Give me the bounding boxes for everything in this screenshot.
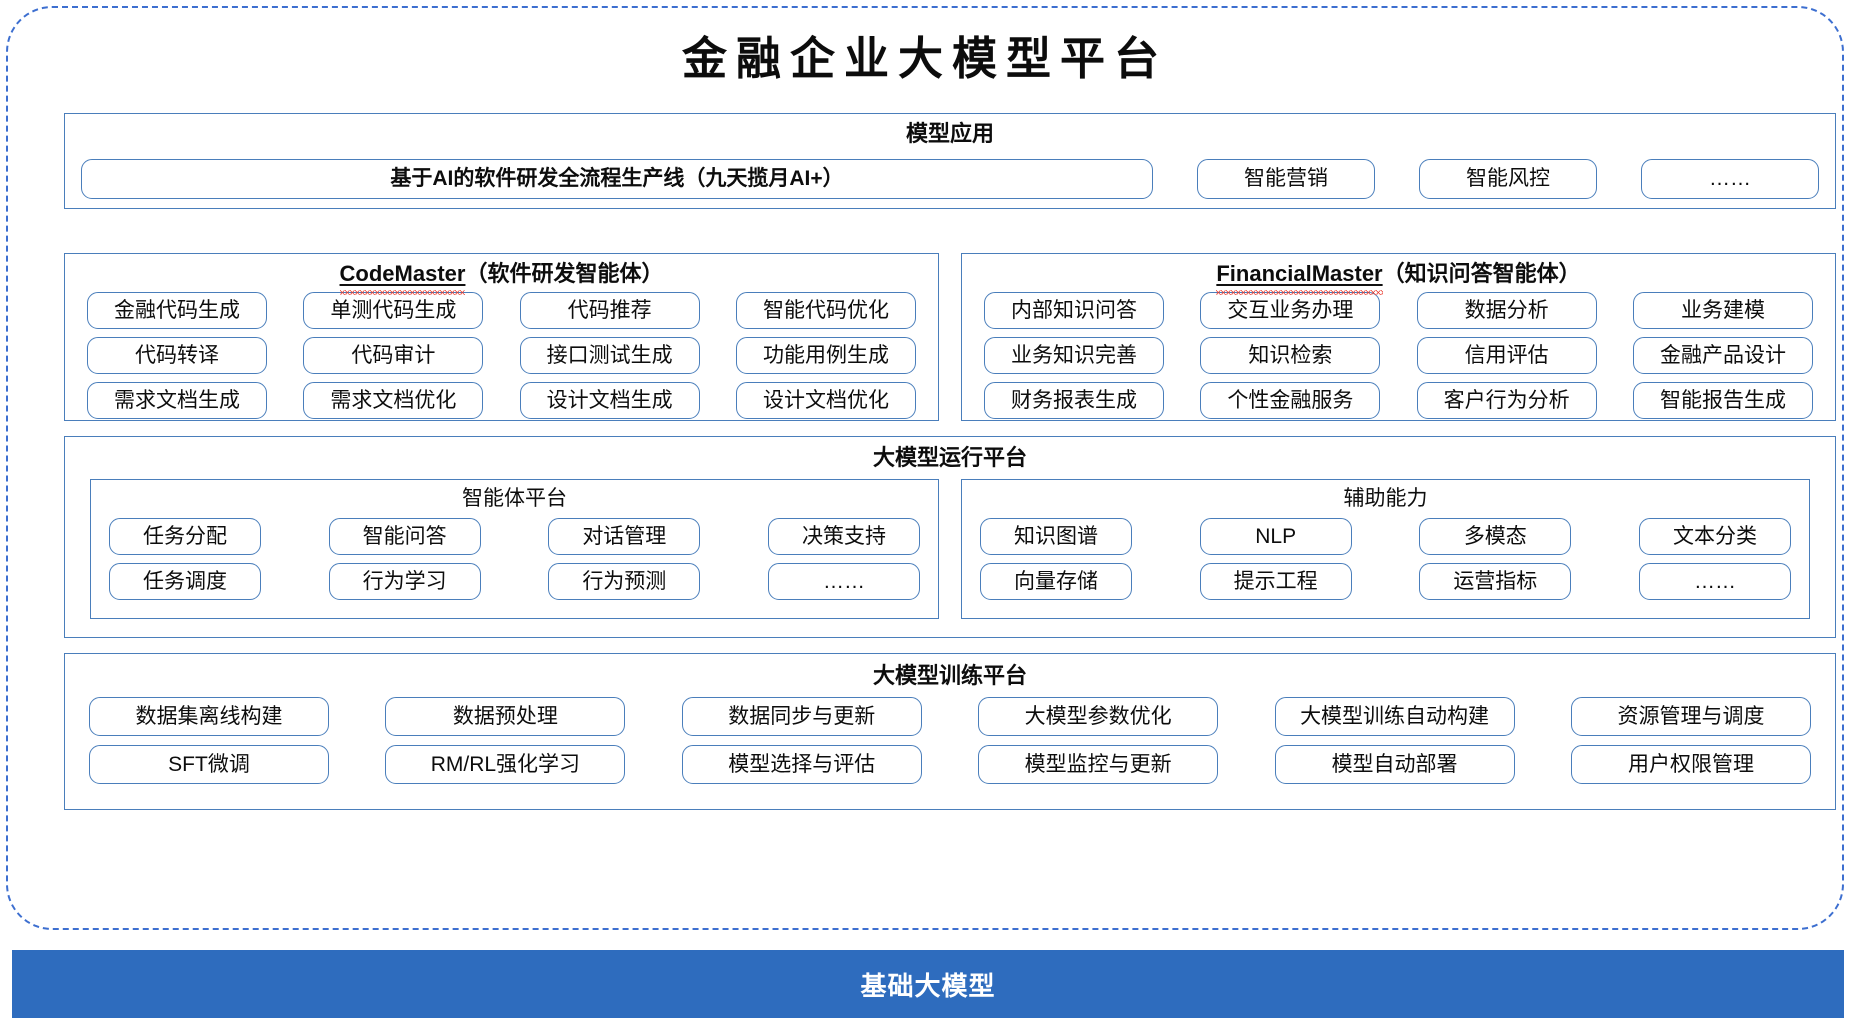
pill-data-sync-update[interactable]: 数据同步与更新 bbox=[681, 697, 922, 736]
foundation-model-bar: 基础大模型 bbox=[12, 950, 1844, 1018]
auxiliary-capability-title: 辅助能力 bbox=[1343, 487, 1428, 510]
pill-row: 数据集离线构建 数据预处理 数据同步与更新 大模型参数优化 大模型训练自动构建 … bbox=[89, 697, 1811, 736]
pill-code-recommend[interactable]: 代码推荐 bbox=[519, 292, 700, 329]
pill-behavior-prediction[interactable]: 行为预测 bbox=[548, 563, 701, 601]
pill-data-preprocessing[interactable]: 数据预处理 bbox=[385, 697, 626, 736]
pill-more-auxiliary-capabilities[interactable]: …… bbox=[1638, 563, 1791, 601]
pill-credit-assessment[interactable]: 信用评估 bbox=[1416, 337, 1597, 374]
codemaster-section: CodeMaster（软件研发智能体） 金融代码生成 单测代码生成 代码推荐 智… bbox=[64, 253, 939, 421]
pill-more-agent-capabilities[interactable]: …… bbox=[767, 563, 920, 601]
pill-dialog-management[interactable]: 对话管理 bbox=[548, 518, 701, 556]
pill-business-modeling[interactable]: 业务建模 bbox=[1632, 292, 1813, 329]
pill-smart-marketing[interactable]: 智能营销 bbox=[1197, 159, 1375, 199]
pill-smart-qa[interactable]: 智能问答 bbox=[328, 518, 481, 556]
pill-vector-storage[interactable]: 向量存储 bbox=[980, 563, 1132, 601]
training-platform-section: 大模型训练平台 数据集离线构建 数据预处理 数据同步与更新 大模型参数优化 大模… bbox=[64, 653, 1836, 810]
pill-personal-finance-service[interactable]: 个性金融服务 bbox=[1200, 382, 1381, 419]
pill-row: 代码转译 代码审计 接口测试生成 功能用例生成 bbox=[87, 337, 916, 374]
page-title: 金融企业大模型平台 bbox=[681, 34, 1168, 84]
pill-requirement-doc-gen[interactable]: 需求文档生成 bbox=[87, 382, 267, 419]
pill-finance-code-gen[interactable]: 金融代码生成 bbox=[87, 292, 267, 329]
pill-row: 内部知识问答 交互业务办理 数据分析 业务建模 bbox=[984, 292, 1813, 329]
pill-api-test-gen[interactable]: 接口测试生成 bbox=[519, 337, 700, 374]
auxiliary-capability-box: 辅助能力 知识图谱 NLP 多模态 文本分类 向量存储 提示工程 运营指标 …… bbox=[961, 479, 1810, 620]
training-platform-title: 大模型训练平台 bbox=[872, 663, 1027, 688]
training-pill-grid: 数据集离线构建 数据预处理 数据同步与更新 大模型参数优化 大模型训练自动构建 … bbox=[65, 687, 1835, 784]
model-application-pill-row: 基于AI的软件研发全流程生产线（九天揽月AI+） 智能营销 智能风控 …… bbox=[81, 159, 1819, 199]
pill-row: 任务调度 行为学习 行为预测 …… bbox=[109, 563, 920, 601]
pill-smart-code-optimize[interactable]: 智能代码优化 bbox=[735, 292, 916, 329]
pill-code-audit[interactable]: 代码审计 bbox=[303, 337, 484, 374]
pill-nlp[interactable]: NLP bbox=[1199, 518, 1352, 556]
pill-decision-support[interactable]: 决策支持 bbox=[767, 518, 920, 556]
pill-more-applications[interactable]: …… bbox=[1641, 159, 1819, 199]
runtime-columns: 智能体平台 任务分配 智能问答 对话管理 决策支持 任务调度 行为学习 行为预测… bbox=[90, 479, 1810, 620]
financialmaster-pill-grid: 内部知识问答 交互业务办理 数据分析 业务建模 业务知识完善 知识检索 信用评估… bbox=[962, 286, 1835, 419]
pill-row: 业务知识完善 知识检索 信用评估 金融产品设计 bbox=[984, 337, 1813, 374]
pill-row: 金融代码生成 单测代码生成 代码推荐 智能代码优化 bbox=[87, 292, 916, 329]
platform-frame: 金融企业大模型平台 模型应用 基于AI的软件研发全流程生产线（九天揽月AI+） … bbox=[6, 6, 1844, 930]
pill-ai-software-pipeline[interactable]: 基于AI的软件研发全流程生产线（九天揽月AI+） bbox=[81, 159, 1153, 199]
pill-prompt-engineering[interactable]: 提示工程 bbox=[1199, 563, 1352, 601]
agent-platform-title: 智能体平台 bbox=[462, 487, 567, 510]
pill-row: 知识图谱 NLP 多模态 文本分类 bbox=[980, 518, 1791, 556]
pill-feature-case-gen[interactable]: 功能用例生成 bbox=[735, 337, 916, 374]
pill-task-allocation[interactable]: 任务分配 bbox=[109, 518, 261, 556]
pill-financial-product-design[interactable]: 金融产品设计 bbox=[1632, 337, 1813, 374]
pill-model-selection-eval[interactable]: 模型选择与评估 bbox=[681, 745, 922, 784]
pill-customer-behavior-analysis[interactable]: 客户行为分析 bbox=[1416, 382, 1597, 419]
pill-unittest-code-gen[interactable]: 单测代码生成 bbox=[303, 292, 484, 329]
codemaster-pill-grid: 金融代码生成 单测代码生成 代码推荐 智能代码优化 代码转译 代码审计 接口测试… bbox=[65, 286, 938, 419]
pill-design-doc-optimize[interactable]: 设计文档优化 bbox=[735, 382, 916, 419]
pill-multimodal[interactable]: 多模态 bbox=[1419, 518, 1572, 556]
pill-user-permission-management[interactable]: 用户权限管理 bbox=[1570, 745, 1811, 784]
pill-resource-management[interactable]: 资源管理与调度 bbox=[1570, 697, 1811, 736]
runtime-platform-section: 大模型运行平台 智能体平台 任务分配 智能问答 对话管理 决策支持 任务调度 行… bbox=[64, 436, 1836, 638]
pill-text-classification[interactable]: 文本分类 bbox=[1638, 518, 1791, 556]
pill-row: 需求文档生成 需求文档优化 设计文档生成 设计文档优化 bbox=[87, 382, 916, 419]
financialmaster-title: FinancialMaster（知识问答智能体） bbox=[1216, 261, 1580, 286]
pill-sft-finetune[interactable]: SFT微调 bbox=[89, 745, 329, 784]
pill-smart-report-gen[interactable]: 智能报告生成 bbox=[1632, 382, 1813, 419]
pill-operation-metrics[interactable]: 运营指标 bbox=[1419, 563, 1572, 601]
model-application-title: 模型应用 bbox=[905, 121, 994, 146]
pill-row: 财务报表生成 个性金融服务 客户行为分析 智能报告生成 bbox=[984, 382, 1813, 419]
financialmaster-name: FinancialMaster bbox=[1216, 261, 1383, 286]
agent-platform-box: 智能体平台 任务分配 智能问答 对话管理 决策支持 任务调度 行为学习 行为预测… bbox=[90, 479, 939, 620]
pill-knowledge-graph[interactable]: 知识图谱 bbox=[980, 518, 1132, 556]
foundation-model-label: 基础大模型 bbox=[860, 970, 996, 1001]
codemaster-name: CodeMaster bbox=[339, 261, 466, 286]
pill-model-auto-deploy[interactable]: 模型自动部署 bbox=[1274, 745, 1515, 784]
pill-data-analysis[interactable]: 数据分析 bbox=[1416, 292, 1597, 329]
financialmaster-suffix: （知识问答智能体） bbox=[1382, 261, 1581, 286]
runtime-platform-title: 大模型运行平台 bbox=[872, 445, 1027, 470]
pill-interactive-business[interactable]: 交互业务办理 bbox=[1200, 292, 1381, 329]
pill-row: 任务分配 智能问答 对话管理 决策支持 bbox=[109, 518, 920, 556]
codemaster-title: CodeMaster（软件研发智能体） bbox=[340, 261, 664, 286]
pill-internal-knowledge-qa[interactable]: 内部知识问答 bbox=[984, 292, 1164, 329]
pill-row: 向量存储 提示工程 运营指标 …… bbox=[980, 563, 1791, 601]
pill-business-knowledge-improve[interactable]: 业务知识完善 bbox=[984, 337, 1164, 374]
pill-code-translate[interactable]: 代码转译 bbox=[87, 337, 267, 374]
financialmaster-section: FinancialMaster（知识问答智能体） 内部知识问答 交互业务办理 数… bbox=[961, 253, 1836, 421]
pill-training-auto-build[interactable]: 大模型训练自动构建 bbox=[1274, 697, 1515, 736]
pill-design-doc-gen[interactable]: 设计文档生成 bbox=[519, 382, 700, 419]
pill-requirement-doc-optimize[interactable]: 需求文档优化 bbox=[303, 382, 484, 419]
pill-smart-risk-control[interactable]: 智能风控 bbox=[1419, 159, 1597, 199]
pill-task-scheduling[interactable]: 任务调度 bbox=[109, 563, 261, 601]
pill-financial-report-gen[interactable]: 财务报表生成 bbox=[984, 382, 1164, 419]
pill-knowledge-retrieval[interactable]: 知识检索 bbox=[1200, 337, 1381, 374]
pill-model-monitor-update[interactable]: 模型监控与更新 bbox=[978, 745, 1219, 784]
pill-dataset-offline-build[interactable]: 数据集离线构建 bbox=[89, 697, 329, 736]
pill-behavior-learning[interactable]: 行为学习 bbox=[328, 563, 481, 601]
pill-rm-rl-learning[interactable]: RM/RL强化学习 bbox=[385, 745, 626, 784]
model-application-section: 模型应用 基于AI的软件研发全流程生产线（九天揽月AI+） 智能营销 智能风控 … bbox=[64, 113, 1836, 209]
pill-model-param-optimize[interactable]: 大模型参数优化 bbox=[978, 697, 1219, 736]
codemaster-suffix: （软件研发智能体） bbox=[465, 261, 664, 286]
pill-row: SFT微调 RM/RL强化学习 模型选择与评估 模型监控与更新 模型自动部署 用… bbox=[89, 745, 1811, 784]
